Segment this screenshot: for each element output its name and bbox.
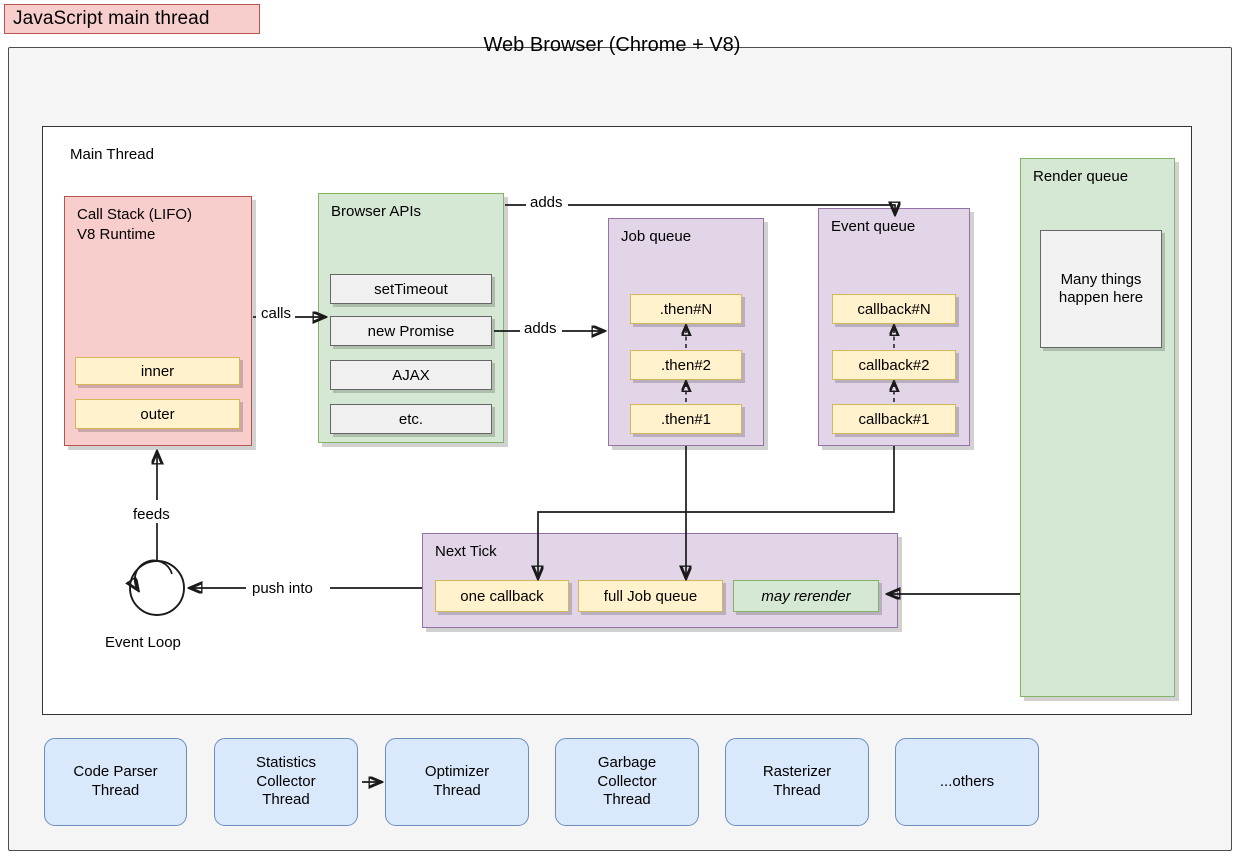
call-stack-label: Call Stack (LIFO) V8 Runtime — [77, 206, 193, 244]
page-title-chip: JavaScript main thread — [4, 4, 260, 34]
browser-api-etc: etc. — [330, 404, 492, 434]
job-queue-item-then-2: .then#2 — [630, 350, 742, 380]
next-tick-item-full-job-queue: full Job queue — [578, 580, 723, 612]
event-queue-label: Event queue — [831, 218, 916, 235]
edge-label-adds-mid: adds — [522, 320, 559, 337]
next-tick-item-one-callback: one callback — [435, 580, 569, 612]
next-tick-item-may-rerender: may rerender — [733, 580, 879, 612]
edge-label-adds-top: adds — [528, 194, 565, 211]
browser-title: Web Browser (Chrome + V8) — [483, 34, 741, 56]
event-queue-item-callback-n: callback#N — [832, 294, 956, 324]
browser-api-settimeout: setTimeout — [330, 274, 492, 304]
job-queue-label: Job queue — [621, 228, 692, 245]
thread-box-statistics-collector: Statistics Collector Thread — [214, 738, 358, 826]
event-loop-label: Event Loop — [105, 634, 181, 651]
browser-api-new-promise: new Promise — [330, 316, 492, 346]
call-stack-frame-inner: inner — [75, 357, 240, 385]
thread-box-garbage-collector: Garbage Collector Thread — [555, 738, 699, 826]
browser-api-ajax: AJAX — [330, 360, 492, 390]
thread-box-optimizer: Optimizer Thread — [385, 738, 529, 826]
browser-apis-label: Browser APIs — [331, 203, 422, 220]
render-queue-inner-box: Many things happen here — [1040, 230, 1162, 348]
edge-label-calls: calls — [259, 305, 294, 322]
page-title: JavaScript main thread — [13, 8, 210, 29]
call-stack-frame-outer: outer — [75, 399, 240, 429]
event-queue-item-callback-1: callback#1 — [832, 404, 956, 434]
job-queue-item-then-1: .then#1 — [630, 404, 742, 434]
next-tick-label: Next Tick — [435, 543, 497, 560]
edge-label-feeds: feeds — [131, 506, 172, 523]
event-queue-item-callback-2: callback#2 — [832, 350, 956, 380]
render-queue-label: Render queue — [1033, 168, 1129, 185]
thread-box-others: ...others — [895, 738, 1039, 826]
edge-label-push-into: push into — [250, 580, 315, 597]
main-thread-label: Main Thread — [70, 146, 154, 163]
thread-box-rasterizer: Rasterizer Thread — [725, 738, 869, 826]
job-queue-item-then-n: .then#N — [630, 294, 742, 324]
thread-box-code-parser: Code Parser Thread — [44, 738, 187, 826]
